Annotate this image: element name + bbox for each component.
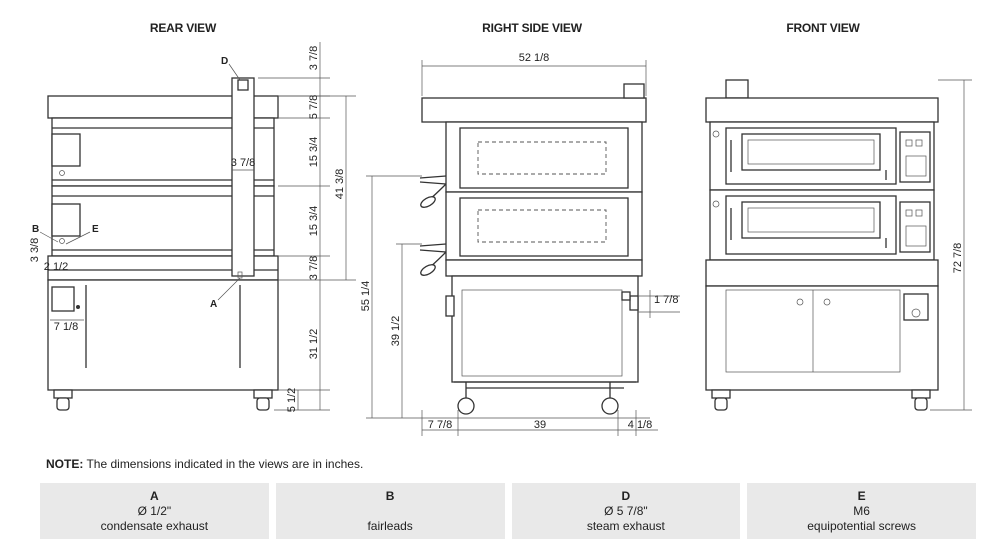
rear-dim-10: 3 3/8 <box>29 238 41 262</box>
legend-desc: fairleads <box>367 518 413 533</box>
legend-spec <box>388 504 391 519</box>
legend-table: A Ø 1/2" condensate exhaust B fairleads … <box>40 483 976 539</box>
rear-dim-5: 15 3/4 <box>308 206 320 237</box>
legend-key: A <box>150 488 159 503</box>
legend-desc: condensate exhaust <box>100 518 209 533</box>
rear-dim-4: 41 3/8 <box>334 169 346 200</box>
note-label: NOTE: <box>46 457 84 471</box>
callout-a: A <box>210 299 217 310</box>
rear-dim-9: 3 7/8 <box>231 157 255 169</box>
legend-cell-b: B fairleads <box>275 483 505 539</box>
legend-cell-d: D Ø 5 7/8" steam exhaust <box>511 483 741 539</box>
legend-spec: Ø 1/2" <box>137 503 172 518</box>
legend-cell-a: A Ø 1/2" condensate exhaust <box>40 483 269 539</box>
side-dim-h2: 39 1/2 <box>390 316 402 347</box>
rear-dim-3: 15 3/4 <box>308 137 320 168</box>
note-text: The dimensions indicated in the views ar… <box>83 457 364 471</box>
rear-dim-7: 31 1/2 <box>308 329 320 360</box>
legend-desc: equipotential screws <box>807 518 916 533</box>
rear-dim-8: 5 1/2 <box>286 388 298 412</box>
legend-key: B <box>385 488 395 503</box>
front-view <box>705 79 972 411</box>
legend-spec: Ø 5 7/8" <box>604 503 648 518</box>
side-view-title: RIGHT SIDE VIEW <box>482 21 583 35</box>
legend-cell-e: E M6 equipotential screws <box>747 483 976 539</box>
side-view <box>366 60 680 436</box>
legend-key: E <box>857 488 866 503</box>
rear-dim-12: 7 1/8 <box>54 321 78 333</box>
rear-dim-1: 3 7/8 <box>308 46 320 70</box>
callout-d: D <box>221 56 228 67</box>
side-dim-h1: 55 1/4 <box>360 281 372 312</box>
rear-dim-6: 3 7/8 <box>308 256 320 280</box>
rear-view-title: REAR VIEW <box>150 21 217 35</box>
side-dim-b2: 39 <box>534 419 546 431</box>
dimensions-note: NOTE: The dimensions indicated in the vi… <box>46 457 363 471</box>
rear-view <box>47 42 356 411</box>
callout-b: B <box>32 224 39 235</box>
side-dim-b1: 7 7/8 <box>428 419 452 431</box>
rear-dim-2: 5 7/8 <box>308 95 320 119</box>
side-dim-h3: 1 7/8 <box>654 294 678 306</box>
rear-dim-11: 2 1/2 <box>44 261 68 273</box>
technical-drawing: REAR VIEW RIGHT SIDE VIEW FRONT VIEW <box>29 21 972 436</box>
side-dim-width: 52 1/8 <box>519 52 550 64</box>
callout-e: E <box>92 224 99 235</box>
front-dim-height: 72 7/8 <box>952 243 964 274</box>
legend-spec: M6 <box>853 503 870 518</box>
legend-key: D <box>621 488 631 503</box>
legend-desc: steam exhaust <box>586 518 665 533</box>
side-dim-b3: 4 1/8 <box>628 419 652 431</box>
front-view-title: FRONT VIEW <box>786 21 860 35</box>
